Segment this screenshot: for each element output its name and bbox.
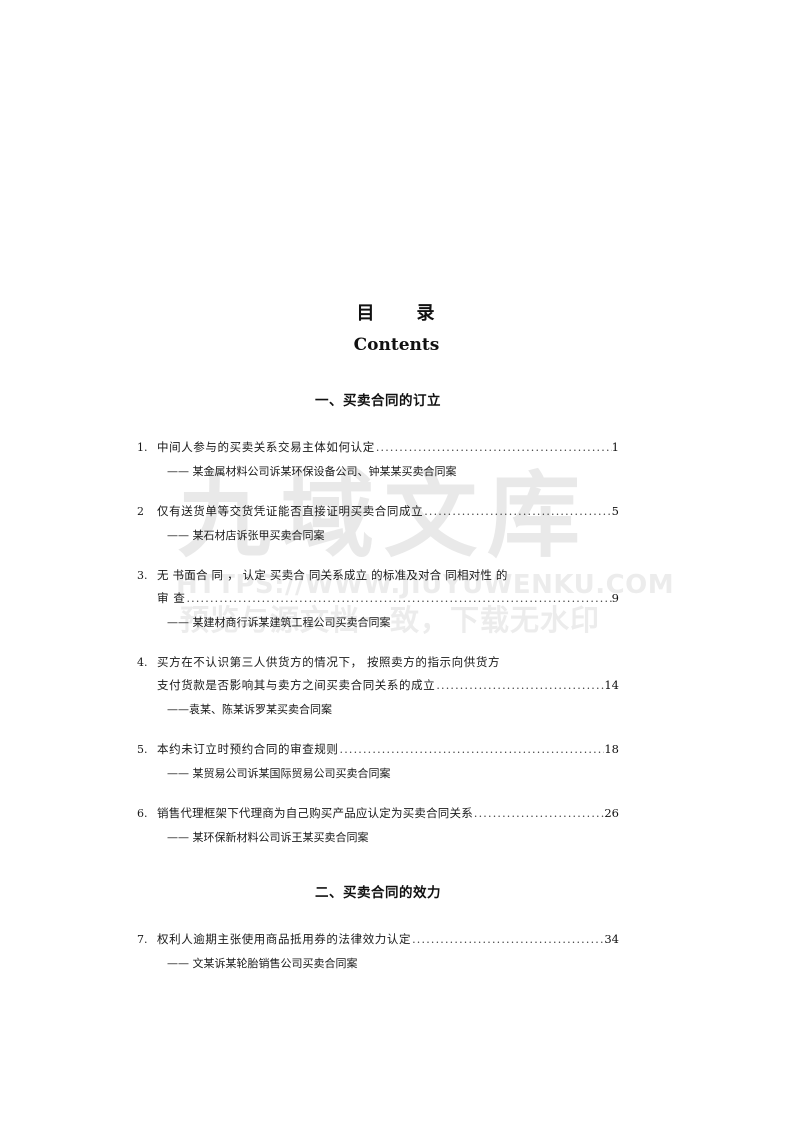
toc-entry-6-title[interactable]: 销售代理框架下代理商为自己购买产品应认定为买卖合同关系	[157, 806, 473, 820]
toc-entry-4-number: 4.	[137, 656, 148, 669]
toc-entry-5-number: 5.	[137, 743, 148, 756]
toc-entry-2-subtitle: —— 某石材店诉张甲买卖合同案	[167, 529, 325, 542]
toc-entry-2-page[interactable]: 5	[611, 504, 619, 518]
toc-entry-1-dot-leader: ........................................…	[375, 441, 612, 454]
toc-entry-7-dot-leader: ........................................…	[412, 933, 605, 946]
toc-entry-3-line-2[interactable]: 审 查 ....................................…	[157, 587, 619, 610]
toc-entry-1-line[interactable]: 1. 中间人参与的买卖关系交易主体如何认定 ..................…	[137, 436, 619, 459]
toc-entry-2-title[interactable]: 仅有送货单等交货凭证能否直接证明买卖合同成立	[157, 504, 424, 518]
page-title: 目 录 Contents	[0, 302, 793, 356]
toc-entry-3-line-1[interactable]: 3. 无 书面合 同 ， 认定 买卖合 同关系成立 的标准及对合 同相对性 的	[137, 564, 619, 587]
toc-entry-3-title-line-1[interactable]: 无 书面合 同 ， 认定 买卖合 同关系成立 的标准及对合 同相对性 的	[157, 568, 508, 582]
toc-entry-1-title[interactable]: 中间人参与的买卖关系交易主体如何认定	[157, 440, 375, 454]
toc-entry-2-dot-leader: ........................................…	[424, 505, 612, 518]
toc-entry-3-title-line-2[interactable]: 审 查	[157, 591, 186, 605]
toc-entry-4-title-line-2[interactable]: 支付货款是否影响其与卖方之间买卖合同关系的成立	[157, 678, 436, 692]
toc-entry-4-page[interactable]: 14	[604, 678, 619, 692]
toc-entry-6-line[interactable]: 6. 销售代理框架下代理商为自己购买产品应认定为买卖合同关系 .........…	[137, 802, 619, 825]
toc-entry-3-number: 3.	[137, 569, 148, 582]
toc-entry-7-line[interactable]: 7. 权利人逾期主张使用商品抵用券的法律效力认定 ...............…	[137, 928, 619, 951]
table-of-contents: 一、买卖合同的订立 1. 中间人参与的买卖关系交易主体如何认定 ........…	[137, 392, 619, 992]
toc-entry-2[interactable]: 2 仅有送货单等交货凭证能否直接证明买卖合同成立 ...............…	[137, 500, 619, 546]
toc-entry-1[interactable]: 1. 中间人参与的买卖关系交易主体如何认定 ..................…	[137, 436, 619, 482]
toc-section-2: 二、买卖合同的效力 7. 权利人逾期主张使用商品抵用券的法律效力认定 .....…	[137, 884, 619, 974]
toc-entry-4-subtitle: ——袁某、陈某诉罗某买卖合同案	[167, 703, 332, 716]
toc-entry-6-number: 6.	[137, 807, 148, 820]
toc-entry-6-page[interactable]: 26	[604, 806, 619, 820]
toc-entry-6-subtitle: —— 某环保新材料公司诉王某买卖合同案	[167, 831, 369, 844]
toc-entry-6[interactable]: 6. 销售代理框架下代理商为自己购买产品应认定为买卖合同关系 .........…	[137, 802, 619, 848]
toc-entry-5-subtitle: —— 某贸易公司诉某国际贸易公司买卖合同案	[167, 767, 391, 780]
toc-entry-7-title[interactable]: 权利人逾期主张使用商品抵用券的法律效力认定	[157, 932, 412, 946]
toc-entry-5[interactable]: 5. 本约未订立时预约合同的审查规则 .....................…	[137, 738, 619, 784]
toc-section-1: 一、买卖合同的订立 1. 中间人参与的买卖关系交易主体如何认定 ........…	[137, 392, 619, 848]
toc-entry-4-title-line-1[interactable]: 买方在不认识第三人供货方的情况下， 按照卖方的指示向供货方	[157, 655, 501, 669]
toc-entry-7-subtitle: —— 文某诉某轮胎销售公司买卖合同案	[167, 957, 358, 970]
toc-entry-4-line-2[interactable]: 支付货款是否影响其与卖方之间买卖合同关系的成立 ................…	[157, 674, 619, 697]
toc-entry-4-line-1[interactable]: 4. 买方在不认识第三人供货方的情况下， 按照卖方的指示向供货方	[137, 651, 619, 674]
toc-entry-6-dot-leader: ........................................…	[473, 807, 604, 820]
toc-entry-1-number: 1.	[137, 441, 148, 454]
toc-entry-4-dot-leader: ........................................…	[436, 679, 604, 692]
toc-entry-2-line[interactable]: 2 仅有送货单等交货凭证能否直接证明买卖合同成立 ...............…	[137, 500, 619, 523]
toc-entry-7[interactable]: 7. 权利人逾期主张使用商品抵用券的法律效力认定 ...............…	[137, 928, 619, 974]
toc-entry-1-page[interactable]: 1	[611, 440, 619, 454]
toc-entry-1-subtitle: —— 某金属材料公司诉某环保设备公司、钟某某买卖合同案	[167, 465, 457, 478]
toc-entry-5-title[interactable]: 本约未订立时预约合同的审查规则	[157, 742, 339, 756]
toc-entry-3-dot-leader: ........................................…	[186, 592, 612, 605]
toc-entry-5-page[interactable]: 18	[604, 742, 619, 756]
toc-entry-3[interactable]: 3. 无 书面合 同 ， 认定 买卖合 同关系成立 的标准及对合 同相对性 的 …	[137, 564, 619, 633]
toc-entry-4[interactable]: 4. 买方在不认识第三人供货方的情况下， 按照卖方的指示向供货方 支付货款是否影…	[137, 651, 619, 720]
toc-entry-7-number: 7.	[137, 933, 148, 946]
section-heading-1: 一、买卖合同的订立	[315, 393, 441, 409]
toc-entry-2-number: 2	[137, 505, 144, 518]
toc-title-chinese: 目 录	[356, 303, 437, 324]
toc-entry-7-page[interactable]: 34	[604, 932, 619, 946]
toc-entry-5-line[interactable]: 5. 本约未订立时预约合同的审查规则 .....................…	[137, 738, 619, 761]
toc-title-english: Contents	[353, 335, 440, 355]
toc-entry-3-page[interactable]: 9	[611, 591, 619, 605]
toc-entry-5-dot-leader: ........................................…	[339, 743, 605, 756]
section-heading-2: 二、买卖合同的效力	[315, 885, 441, 901]
toc-entry-3-subtitle: —— 某建材商行诉某建筑工程公司买卖合同案	[167, 616, 391, 629]
